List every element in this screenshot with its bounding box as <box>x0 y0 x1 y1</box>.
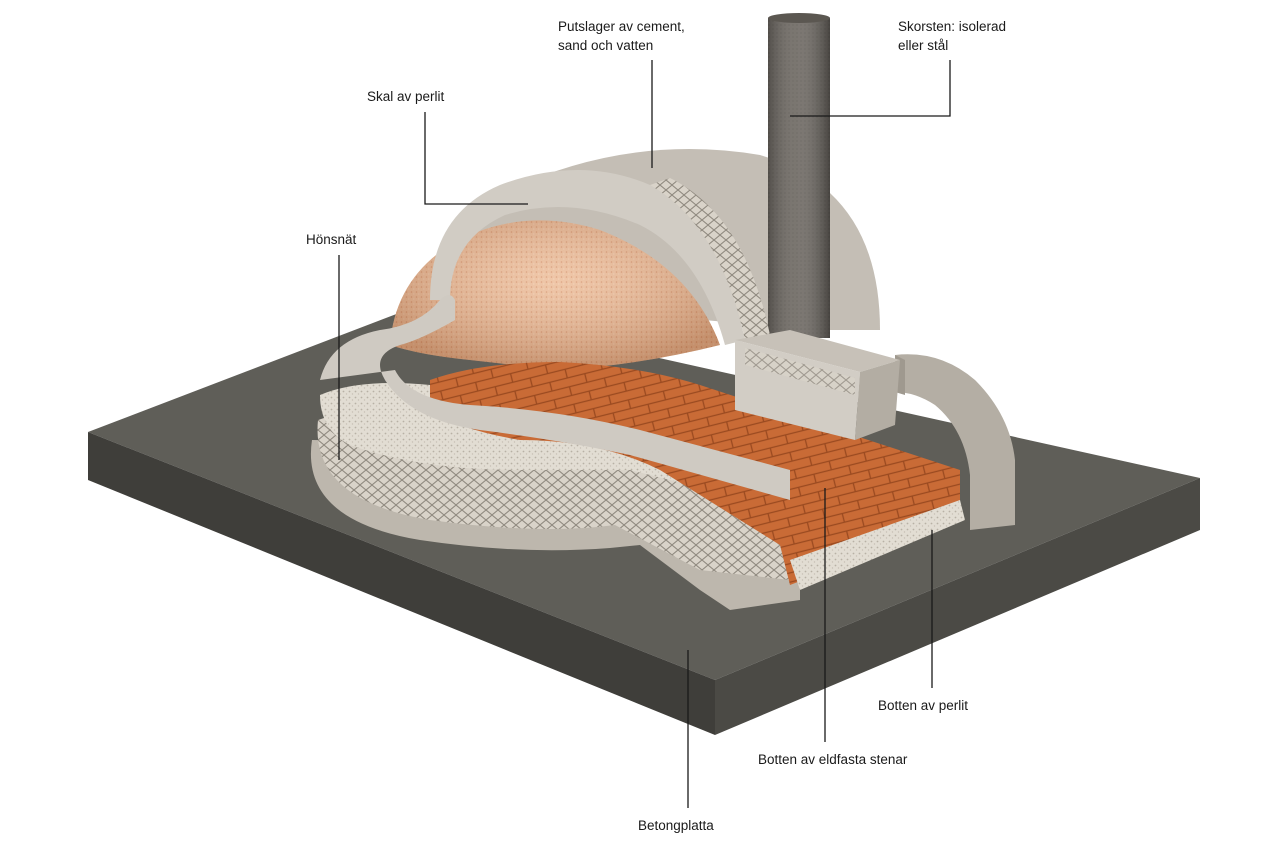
leader-lines <box>338 60 951 808</box>
leader-skal <box>424 112 528 205</box>
label-skorsten: Skorsten: isolerad eller stål <box>898 17 1006 55</box>
label-botten-perlit: Botten av perlit <box>878 698 969 713</box>
entrance-block <box>735 330 900 440</box>
base-plaster-rim <box>320 295 790 500</box>
label-skorsten-line2: eller stål <box>898 38 949 53</box>
entrance-floor-edge <box>790 500 965 590</box>
dome-mesh-band <box>650 178 770 340</box>
label-putslager-line1: Putslager av cement, <box>558 19 685 34</box>
label-putslager-line2: sand och vatten <box>558 38 654 53</box>
label-putslager: Putslager av cement, sand och vatten <box>558 17 685 55</box>
label-skorsten-line1: Skorsten: isolerad <box>898 19 1007 34</box>
slab-front <box>88 432 715 735</box>
label-skal: Skal av perlit <box>367 89 445 104</box>
label-botten-eldfasta: Botten av eldfasta stenar <box>758 752 908 767</box>
dome-shell-cut <box>430 170 745 345</box>
label-betongplatta: Betongplatta <box>638 818 714 833</box>
leader-skorsten <box>790 60 951 117</box>
slab-side <box>715 478 1200 735</box>
label-honsnat: Hönsnät <box>306 232 357 247</box>
chimney <box>768 13 830 338</box>
